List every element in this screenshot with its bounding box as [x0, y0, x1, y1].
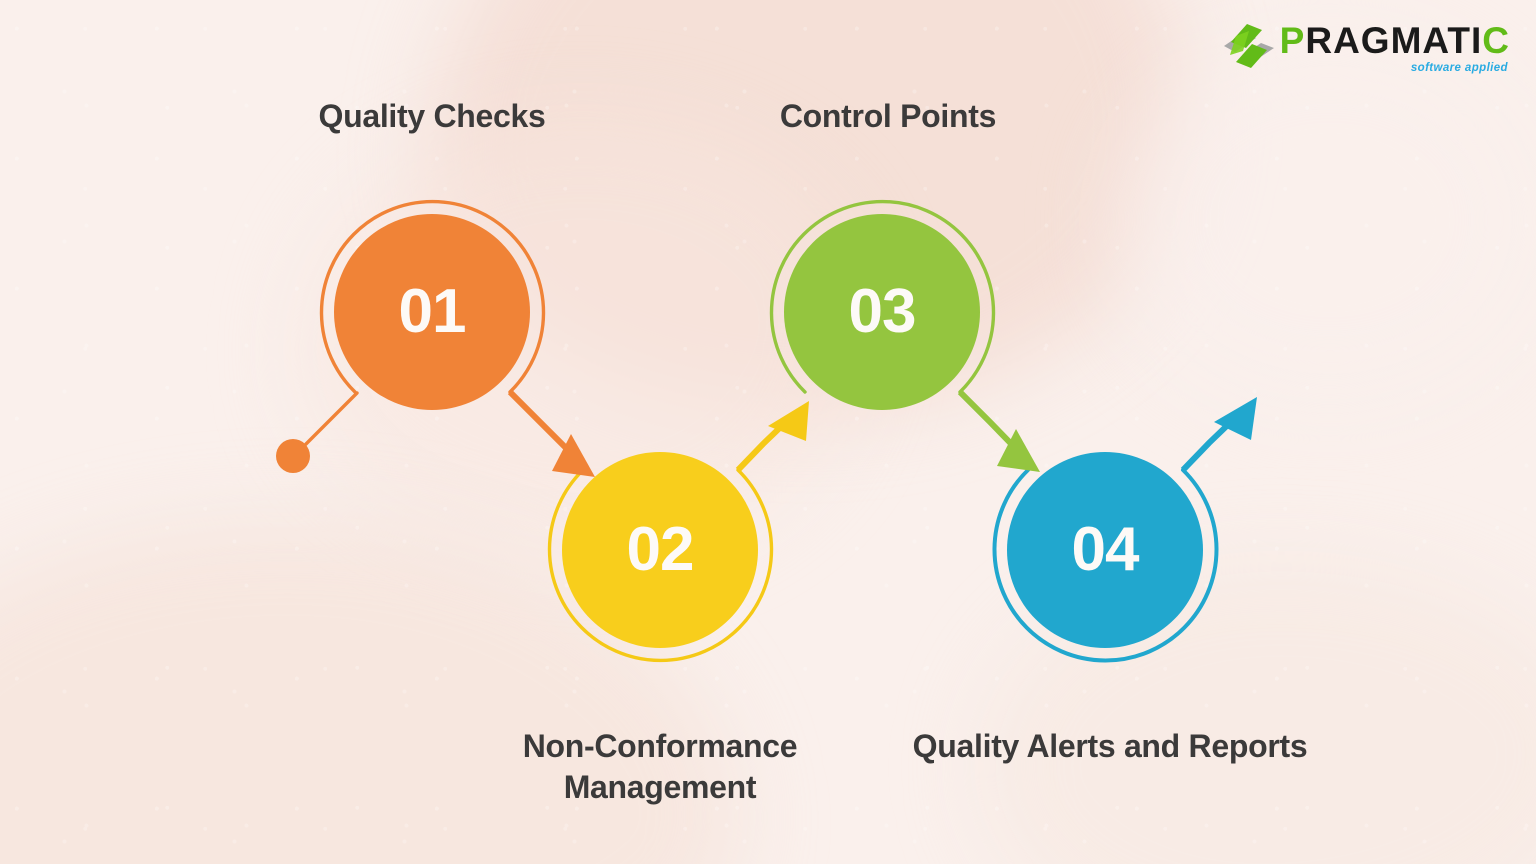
step-number-01: 01: [398, 277, 467, 346]
step-label-02: Non-Conformance Management: [522, 728, 798, 805]
step-label-03: Control Points: [779, 98, 997, 134]
step-number-04: 04: [1071, 515, 1140, 584]
process-step-02[interactable]: 02: [562, 452, 758, 648]
step-label-01: Quality Checks: [318, 98, 546, 134]
logo-letter-p: P: [1279, 20, 1306, 61]
pragmatic-logo-icon: [1223, 24, 1274, 68]
arrowhead-end: [1214, 397, 1257, 440]
step-number-03: 03: [848, 277, 917, 346]
start-dot: [276, 439, 310, 473]
connector-start-line: [298, 391, 359, 452]
process-step-03[interactable]: 03: [784, 214, 980, 410]
process-step-01[interactable]: 01: [334, 214, 530, 410]
arrowhead-03-to-04: [997, 429, 1040, 472]
ring-step-04: [992, 468, 1219, 663]
step-label-04: Quality Alerts and Reports: [912, 728, 1308, 764]
logo-letter-c: C: [1482, 20, 1510, 61]
process-step-04[interactable]: 04: [1007, 452, 1203, 648]
step-number-02: 02: [626, 515, 695, 584]
logo-tagline: software applied: [1410, 62, 1508, 74]
logo-letters-middle: RAGMATI: [1305, 20, 1483, 61]
